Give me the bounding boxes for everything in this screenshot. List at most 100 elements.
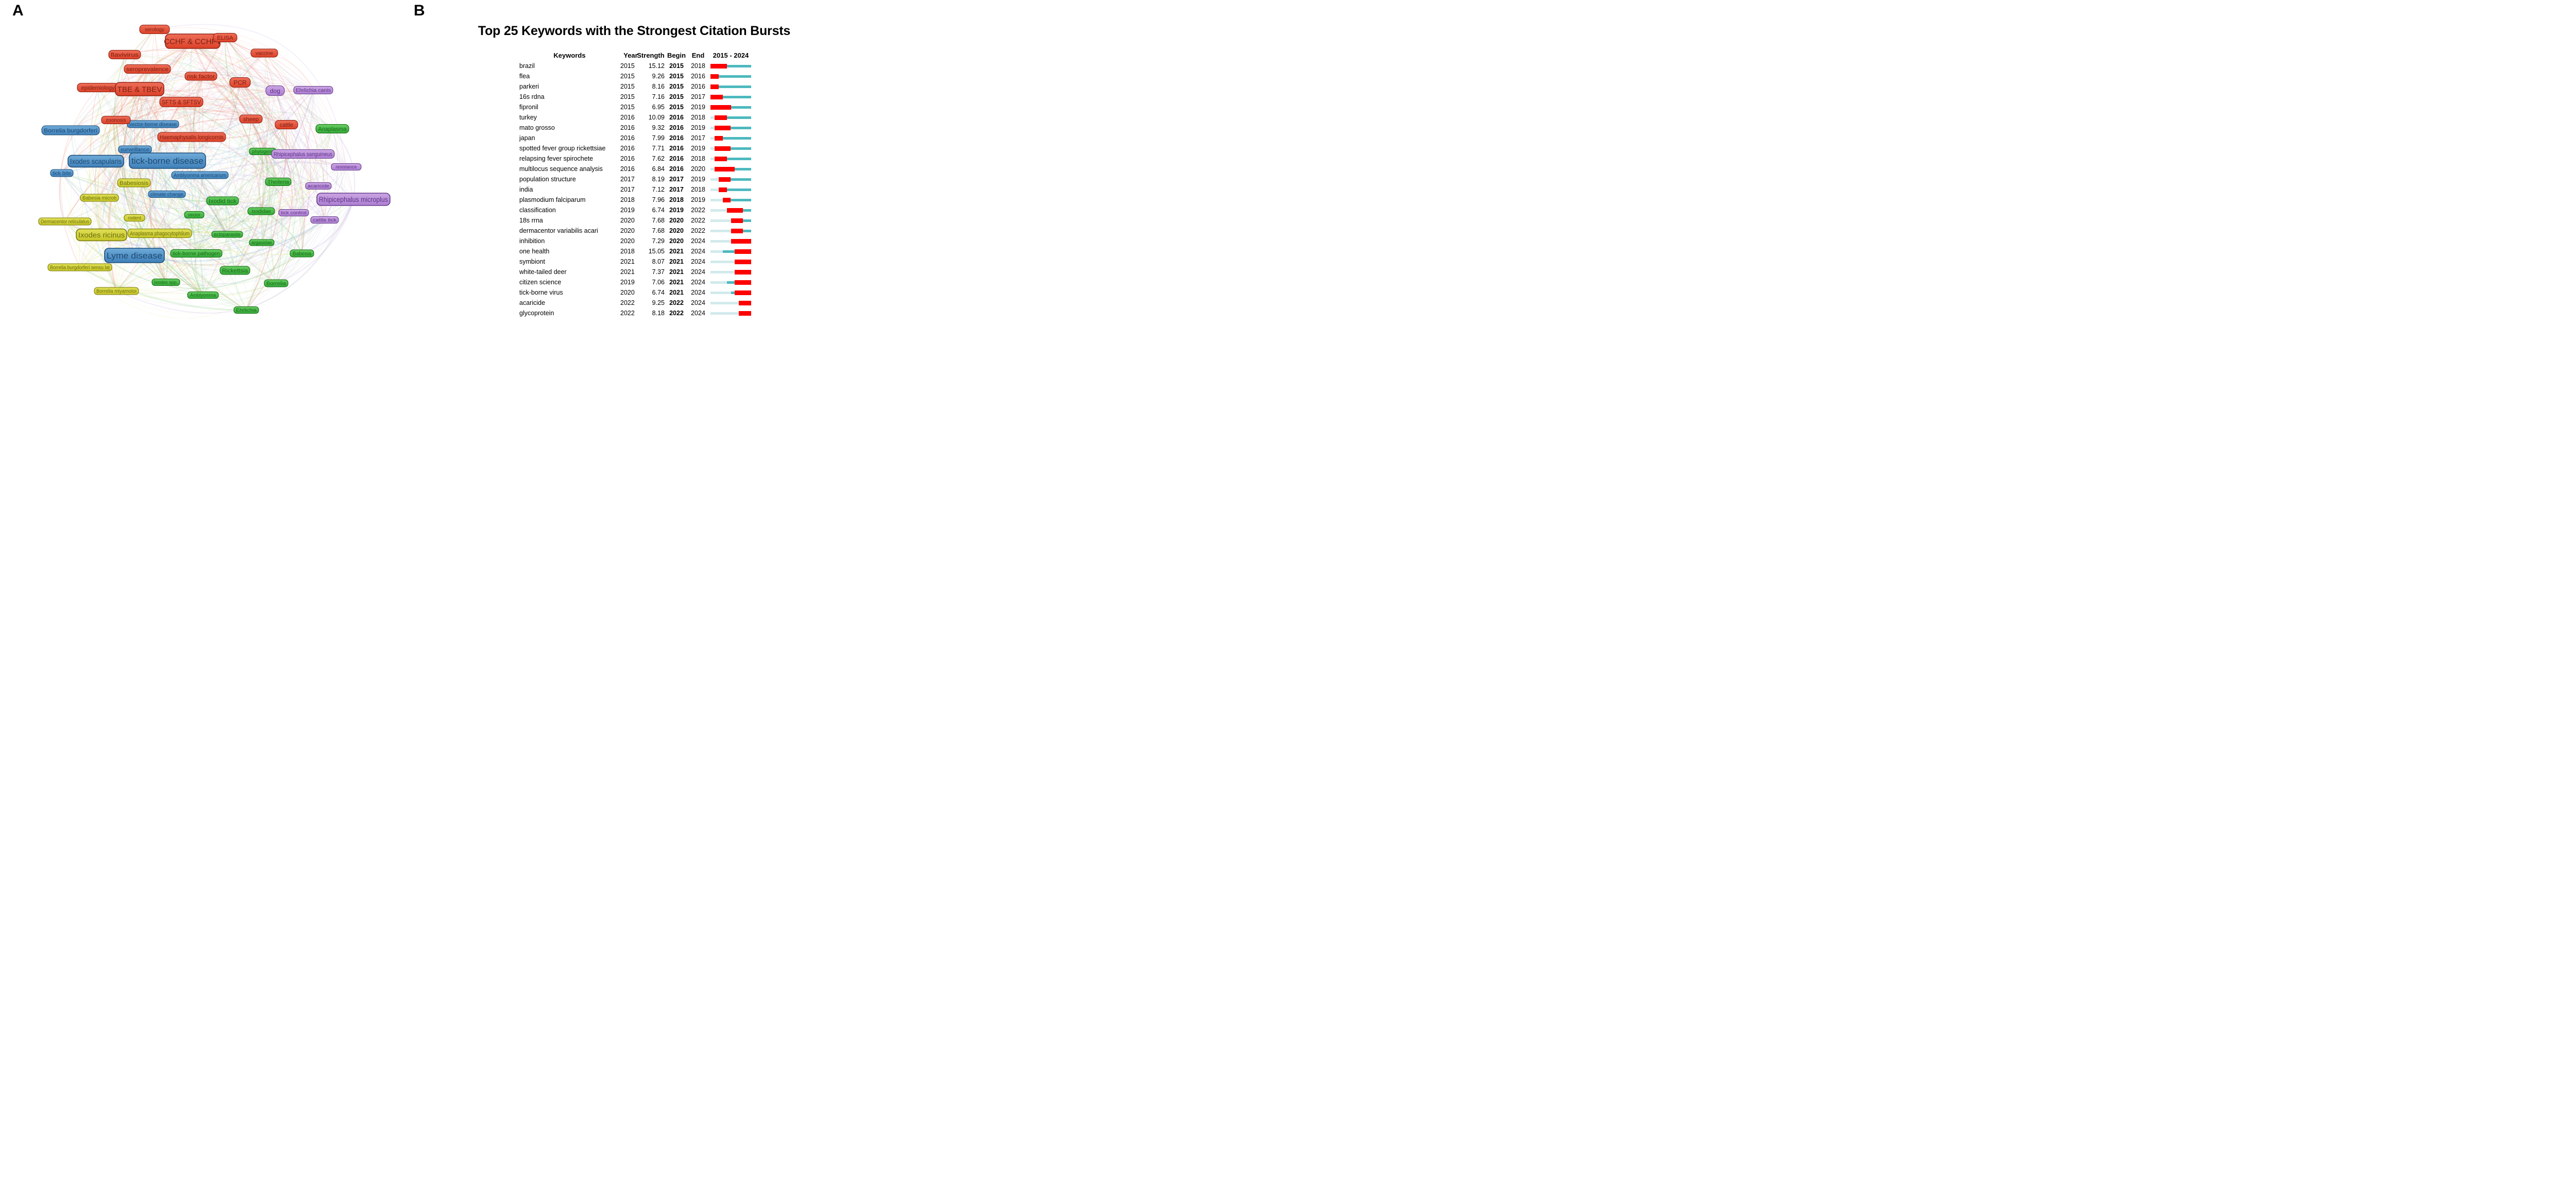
- network-node-amblyomma-americanum[interactable]: Amblyomma americanum: [171, 171, 229, 179]
- node-box[interactable]: [50, 169, 74, 177]
- network-node-tick-borne-disease[interactable]: tick-borne disease: [129, 152, 206, 169]
- node-box[interactable]: [76, 228, 127, 242]
- node-box[interactable]: [213, 32, 238, 43]
- node-box[interactable]: [129, 152, 206, 169]
- network-node-resistance[interactable]: resistance: [331, 163, 362, 171]
- node-box[interactable]: [187, 291, 219, 299]
- network-node-sheep[interactable]: sheep: [239, 114, 263, 124]
- network-node-rickettsia[interactable]: Rickettsia: [219, 266, 250, 275]
- node-box[interactable]: [47, 263, 112, 271]
- node-box[interactable]: [278, 209, 309, 217]
- network-node-vector-borne-disease[interactable]: vector-borne disease: [127, 120, 179, 128]
- network-node-borrelia-burgdorferi[interactable]: Borrelia burgdorferi: [41, 125, 100, 135]
- network-node-cattle-tick[interactable]: cattle tick: [310, 216, 339, 224]
- node-box[interactable]: [139, 24, 170, 35]
- network-node-anaplasma-phagocytophilum[interactable]: Anaplasma phagocytophilum: [127, 228, 192, 238]
- node-box[interactable]: [184, 211, 205, 219]
- node-box[interactable]: [171, 171, 229, 179]
- node-box[interactable]: [170, 249, 223, 258]
- network-node-cattle[interactable]: cattle: [275, 119, 298, 130]
- network-node-elisa[interactable]: ELISA: [213, 32, 238, 43]
- node-box[interactable]: [249, 239, 275, 246]
- network-node-argasidae[interactable]: argasidae: [249, 239, 275, 246]
- network-node-lyme-disease[interactable]: Lyme disease: [104, 248, 165, 263]
- network-node-haemaphysalis-longicornis[interactable]: Haemaphysalis longicornis: [157, 132, 226, 142]
- node-box[interactable]: [219, 266, 250, 275]
- node-box[interactable]: [117, 178, 151, 187]
- network-node-vaccine[interactable]: vaccine: [250, 48, 278, 58]
- network-node-ehrlichia[interactable]: Ehrlichia: [233, 306, 259, 314]
- node-box[interactable]: [250, 48, 278, 58]
- node-box[interactable]: [265, 177, 292, 186]
- network-node-ixodes-scapularis[interactable]: Ixodes scapularis: [67, 155, 124, 168]
- network-node-rhipicephalus-sanguineus[interactable]: Rhipicephalus sanguineus: [271, 149, 335, 159]
- node-box[interactable]: [293, 85, 333, 95]
- node-box[interactable]: [271, 149, 335, 159]
- node-box[interactable]: [211, 231, 243, 238]
- node-box[interactable]: [265, 85, 285, 96]
- node-box[interactable]: [316, 193, 391, 206]
- node-box[interactable]: [101, 115, 131, 125]
- network-node-serology[interactable]: serology: [139, 24, 170, 35]
- node-box[interactable]: [148, 190, 186, 198]
- node-box[interactable]: [104, 248, 165, 263]
- node-box[interactable]: [38, 217, 92, 226]
- node-box[interactable]: [275, 119, 298, 130]
- network-node-ectoparasite[interactable]: ectoparasite: [211, 231, 243, 238]
- network-node-flavivirus[interactable]: flavivirus: [108, 49, 141, 60]
- node-box[interactable]: [239, 114, 263, 124]
- network-node-epidemiology[interactable]: epidemiology: [77, 82, 119, 93]
- node-box[interactable]: [305, 182, 332, 190]
- network-node-rhipicephalus-microplus[interactable]: Rhipicephalus microplus: [316, 193, 391, 206]
- node-box[interactable]: [127, 228, 192, 238]
- network-node-risk-factor[interactable]: risk factor: [184, 72, 217, 81]
- network-node-rodent[interactable]: rodent: [124, 214, 145, 222]
- network-node-amblyomma[interactable]: Amblyomma: [187, 291, 219, 299]
- network-node-ehrlichia-canis[interactable]: Ehrlichia canis: [293, 85, 333, 95]
- node-box[interactable]: [108, 49, 141, 60]
- node-box[interactable]: [159, 96, 204, 108]
- network-node-borrelia-burgdorferi-sensu-lat[interactable]: Borrelia burgdorferi sensu lat: [47, 263, 112, 271]
- node-box[interactable]: [315, 124, 349, 134]
- node-box[interactable]: [124, 64, 171, 74]
- node-box[interactable]: [206, 196, 239, 205]
- network-node-borrelia-miyamotoi[interactable]: Borrelia miyamotoi: [94, 287, 139, 295]
- network-node-zoonosis[interactable]: zoonosis: [101, 115, 131, 125]
- node-box[interactable]: [67, 155, 124, 168]
- node-box[interactable]: [157, 132, 226, 142]
- network-node-babesia-microti[interactable]: Babesia microti: [80, 194, 119, 202]
- network-node-seroprevalence[interactable]: seroprevalence: [124, 64, 171, 74]
- network-node-babesia[interactable]: Babesia: [290, 249, 314, 258]
- network-node-ixodid-tick[interactable]: Ixodid tick: [206, 196, 239, 205]
- node-box[interactable]: [264, 279, 289, 287]
- node-box[interactable]: [94, 287, 139, 295]
- node-box[interactable]: [124, 214, 145, 222]
- network-node-cchf-cchfv[interactable]: CCHF & CCHFV: [164, 33, 222, 49]
- network-node-anaplasma[interactable]: Anaplasma: [315, 124, 349, 134]
- node-box[interactable]: [247, 207, 275, 215]
- network-node-acaricide[interactable]: acaricide: [305, 182, 332, 190]
- network-node-dog[interactable]: dog: [265, 85, 285, 96]
- network-node-surveillance[interactable]: surveillance: [118, 145, 152, 153]
- node-box[interactable]: [80, 194, 119, 202]
- node-box[interactable]: [41, 125, 100, 135]
- network-node-tick-bite[interactable]: tick bite: [50, 169, 74, 177]
- node-box[interactable]: [229, 77, 251, 88]
- node-box[interactable]: [310, 216, 339, 224]
- network-node-borrelia[interactable]: Borrelia: [264, 279, 289, 287]
- network-node-theileria[interactable]: Theileria: [265, 177, 292, 186]
- network-node-babesiosis[interactable]: Babesiosis: [117, 178, 151, 187]
- node-box[interactable]: [151, 278, 180, 286]
- network-node-pcr[interactable]: PCR: [229, 77, 251, 88]
- network-node-tick-control[interactable]: tick control: [278, 209, 309, 217]
- node-box[interactable]: [290, 249, 314, 258]
- node-box[interactable]: [115, 82, 164, 96]
- network-node-tbe-tbev[interactable]: TBE & TBEV: [115, 82, 164, 96]
- network-node-ixodes-spp-[interactable]: Ixodes spp.: [151, 278, 180, 286]
- network-node-dermacentor-reticulatus[interactable]: Dermacentor reticulatus: [38, 217, 92, 226]
- network-node-ixodes-ricinus[interactable]: Ixodes ricinus: [76, 228, 127, 242]
- node-box[interactable]: [233, 306, 259, 314]
- network-node-tick-borne-pathogen[interactable]: tick-borne pathogen: [170, 249, 223, 258]
- network-node-ixodidae[interactable]: Ixodidae: [247, 207, 275, 215]
